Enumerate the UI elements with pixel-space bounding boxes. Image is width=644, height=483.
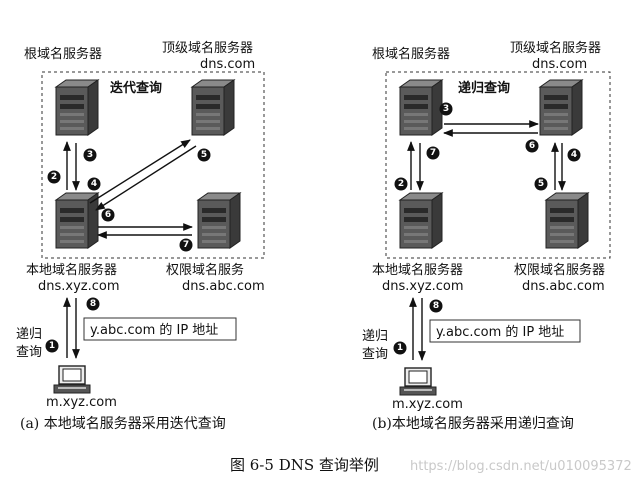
- svg-text:1: 1: [49, 341, 55, 351]
- step-badge-6-a: [101, 208, 115, 222]
- tld-server-a: [191, 79, 235, 136]
- auth-server-label-b: 权限域名服务器: [514, 262, 605, 278]
- auth-domain-b: dns.abc.com: [522, 279, 605, 294]
- arrow-step5-a: [95, 145, 197, 211]
- svg-text:8: 8: [433, 301, 439, 311]
- step-badge-2-a: [47, 170, 61, 184]
- root-server-label-b: 根域名服务器: [372, 46, 450, 62]
- tld-server-label-b: 顶级域名服务器: [510, 40, 601, 56]
- dns-system-boundary-a: [41, 71, 265, 259]
- step-badge-5-a: [197, 148, 211, 162]
- local-domain-a: dns.xyz.com: [38, 279, 120, 294]
- svg-text:3: 3: [87, 150, 93, 160]
- svg-text:4: 4: [91, 179, 97, 189]
- authoritative-server-b: [545, 192, 589, 249]
- answer-box-b: [429, 319, 581, 343]
- mode-label-a: 迭代查询: [110, 80, 162, 96]
- authoritative-server-a: [197, 192, 241, 249]
- auth-domain-a: dns.abc.com: [182, 279, 265, 294]
- step-badge-5-b: [534, 177, 548, 191]
- host-computer-b: [399, 367, 437, 396]
- root-server-b: [399, 79, 443, 136]
- panel-b-recursive: 根域名服务器 顶级域名服务器 dns.com 递归查询 2 3 4 5 6: [362, 40, 611, 432]
- local-server-label-a: 本地域名服务器: [26, 262, 117, 278]
- step-badge-7-a: [179, 238, 193, 252]
- host-domain-a: m.xyz.com: [46, 395, 117, 410]
- auth-server-label-a: 权限域名服务: [166, 262, 244, 278]
- figure-caption: 图 6-5 DNS 查询举例: [230, 456, 379, 474]
- svg-text:6: 6: [529, 141, 535, 151]
- step-badge-8-a: [86, 297, 100, 311]
- svg-text:5: 5: [538, 179, 544, 189]
- host-query-label2-a: 查询: [16, 345, 42, 360]
- mode-label-b: 递归查询: [458, 80, 510, 96]
- host-query-label2-b: 查询: [362, 347, 388, 362]
- tld-server-b: [539, 79, 583, 136]
- host-query-label1-b: 递归: [362, 329, 388, 344]
- arrow-step4-a: [89, 139, 191, 204]
- step-badge-3-b: [439, 102, 453, 116]
- svg-text:8: 8: [90, 299, 96, 309]
- local-domain-b: dns.xyz.com: [382, 279, 464, 294]
- svg-text:7: 7: [183, 240, 189, 250]
- answer-box-a: [83, 317, 237, 341]
- dns-system-boundary-b: [385, 71, 611, 259]
- svg-text:3: 3: [443, 104, 449, 114]
- tld-server-label-a: 顶级域名服务器: [162, 40, 253, 56]
- host-domain-b: m.xyz.com: [392, 397, 463, 412]
- panel-caption-b: (b)本地域名服务器采用递归查询: [372, 415, 574, 432]
- step-badge-4-b: [567, 148, 581, 162]
- step-badge-1-a: [45, 339, 59, 353]
- svg-text:6: 6: [105, 210, 111, 220]
- root-server-a: [55, 79, 99, 136]
- answer-text-b: y.abc.com 的 IP 地址: [436, 324, 564, 340]
- local-server-b: [399, 192, 443, 249]
- svg-text:5: 5: [201, 150, 207, 160]
- host-computer-a: [53, 365, 91, 394]
- svg-text:2: 2: [398, 179, 404, 189]
- svg-text:4: 4: [571, 150, 577, 160]
- local-server-label-b: 本地域名服务器: [372, 262, 463, 278]
- step-badges-a: 2 3 4 5 6 7 8 1: [45, 148, 211, 353]
- watermark: https://blog.csdn.net/u010095372: [410, 459, 632, 474]
- panel-a-iterative: 根域名服务器 顶级域名服务器 dns.com 迭代查询 2 3 4 5 6: [16, 40, 265, 432]
- svg-text:1: 1: [397, 343, 403, 353]
- tld-domain-b: dns.com: [532, 57, 587, 72]
- host-query-label1-a: 递归: [16, 327, 42, 342]
- svg-text:2: 2: [51, 172, 57, 182]
- root-server-label-a: 根域名服务器: [24, 46, 102, 62]
- step-badges-b: 2 3 4 5 6 7 8 1: [393, 102, 581, 355]
- step-badge-4-a: [87, 177, 101, 191]
- panel-caption-a: (a) 本地域名服务器采用迭代查询: [20, 416, 226, 432]
- svg-text:7: 7: [430, 148, 436, 158]
- tld-domain-a: dns.com: [200, 57, 255, 72]
- step-badge-8-b: [429, 299, 443, 313]
- answer-text-a: y.abc.com 的 IP 地址: [90, 322, 218, 338]
- step-badge-6-b: [525, 139, 539, 153]
- step-badge-1-b: [393, 341, 407, 355]
- step-badge-2-b: [394, 177, 408, 191]
- step-badge-3-a: [83, 148, 97, 162]
- step-badge-7-b: [426, 146, 440, 160]
